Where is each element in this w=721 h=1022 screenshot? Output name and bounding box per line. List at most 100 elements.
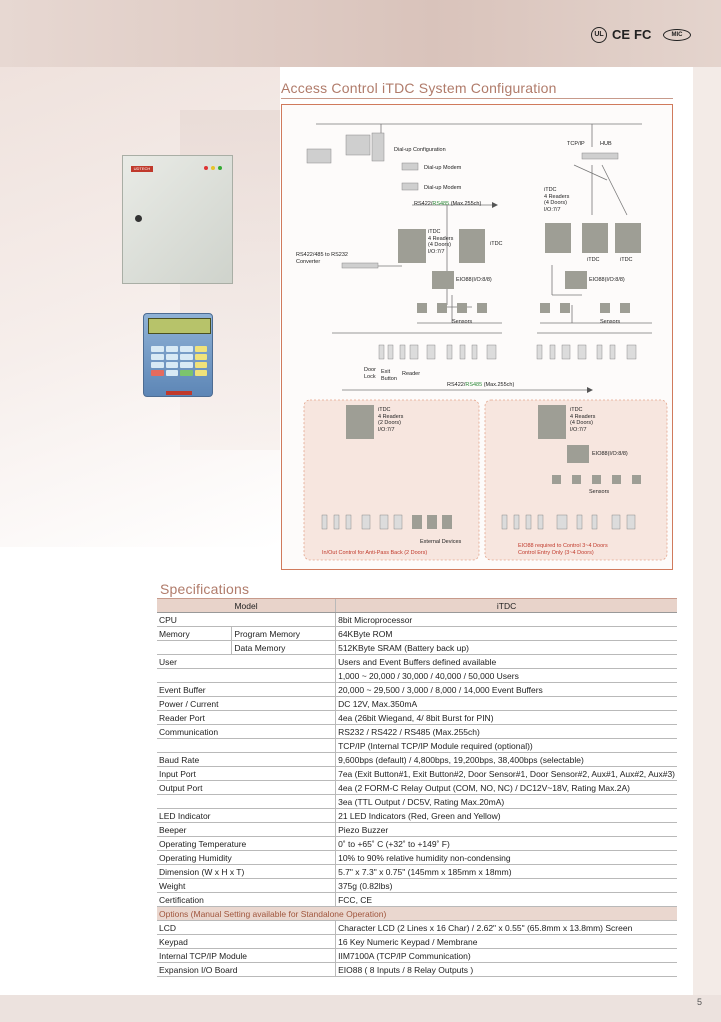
table-row: TCP/IP (Internal TCP/IP Module required … [157, 738, 677, 753]
table-cell: CPU [157, 612, 336, 627]
led-icon [204, 166, 208, 170]
led-icon [211, 166, 215, 170]
table-cell: DC 12V, Max.350mA [335, 696, 677, 711]
table-cell: IIM7100A (TCP/IP Communication) [335, 948, 677, 963]
table-cell: Reader Port [157, 710, 336, 725]
table-cell: Power / Current [157, 696, 336, 711]
table-cell: 512KByte SRAM (Battery back up) [335, 640, 677, 655]
table-cell: Options (Manual Setting available for St… [157, 906, 677, 921]
table-cell: 16 Key Numeric Keypad / Membrane [335, 934, 677, 949]
table-cell: Weight [157, 878, 336, 893]
ce-cert-icon: CE [612, 27, 631, 42]
table-row: 1,000 ~ 20,000 / 30,000 / 40,000 / 50,00… [157, 668, 677, 683]
rs422-mid-label: RS422/RS485 (Max.255ch) [447, 382, 515, 388]
exit-button-label: Exit Button [381, 369, 397, 382]
hub-label: HUB [600, 141, 612, 147]
table-row: Dimension (W x H x T)5.7" x 7.3" x 0.75"… [157, 864, 677, 879]
table-cell: Program Memory [231, 626, 336, 641]
table-cell: Data Memory [231, 640, 336, 655]
mic-cert-icon: MIC [663, 29, 691, 41]
led-icon [218, 166, 222, 170]
table-cell: Communication [157, 724, 336, 739]
table-cell: Piezo Buzzer [335, 822, 677, 837]
options-header-row: Options (Manual Setting available for St… [157, 906, 677, 921]
diagram-lines [303, 123, 668, 561]
table-cell [157, 640, 232, 655]
itdc-cabinet-image: UDTECH [122, 155, 233, 284]
table-cell: Dimension (W x H x T) [157, 864, 336, 879]
table-cell: 20,000 ~ 29,500 / 3,000 / 8,000 / 14,000… [335, 682, 677, 697]
dialup-modem-label: Dial-up Modem [424, 185, 462, 191]
system-configuration-diagram: Dial-up Configuration Dial-up Modem Dial… [281, 104, 673, 570]
lock-icon [135, 215, 142, 222]
table-cell: FCC, CE [335, 892, 677, 907]
table-row: 3ea (TTL Output / DC5V, Rating Max.20mA) [157, 794, 677, 809]
eio-label: EIO88(I/O:8/8) [589, 277, 625, 283]
converter-label: RS422/485 to RS232 Converter [296, 252, 348, 265]
table-cell: Operating Humidity [157, 850, 336, 865]
table-cell: EIO88 ( 8 Inputs / 8 Relay Outputs ) [335, 962, 677, 977]
itdc-label: iTDC 4 Readers (4 Doors) I/O:7/7 [544, 187, 570, 213]
lcd-screen [148, 318, 211, 334]
keypad-grid [151, 346, 207, 376]
table-cell: 1,000 ~ 20,000 / 30,000 / 40,000 / 50,00… [335, 668, 677, 683]
eio-label: EIO88(I/O:8/8) [456, 277, 492, 283]
table-cell: LCD [157, 920, 336, 935]
footer-band [0, 995, 721, 1022]
table-cell: Internal TCP/IP Module [157, 948, 336, 963]
specifications-title: Specifications [160, 581, 250, 597]
sensors-label: Sensors [600, 319, 621, 325]
itdc-label: iTDC 4 Readers (4 Doors) I/O:7/7 [428, 229, 454, 255]
title-rule [281, 98, 673, 99]
column-header: iTDC [335, 599, 677, 613]
itdc-label: iTDC 4 Readers (4 Doors) I/O:7/7 [570, 407, 596, 433]
table-cell: 4ea (26bit Wiegand, 4/ 8bit Burst for PI… [335, 710, 677, 725]
table-cell [157, 794, 336, 809]
table-cell: 8bit Microprocessor [335, 612, 677, 627]
table-header-row: Model iTDC [157, 599, 677, 613]
rs422-top-label: RS422/RS485 (Max.255ch) [414, 201, 482, 207]
keypad-lcd-image [143, 313, 213, 397]
table-cell: 4ea (2 FORM-C Relay Output (COM, NO, NC)… [335, 780, 677, 795]
table-cell: 64KByte ROM [335, 626, 677, 641]
tcpip-label: TCP/IP [567, 141, 585, 147]
itdc-label: iTDC [587, 257, 600, 263]
table-cell: Operating Temperature [157, 836, 336, 851]
table-cell: 7ea (Exit Button#1, Exit Button#2, Door … [335, 766, 677, 781]
diagram-title: Access Control iTDC System Configuration [281, 80, 557, 96]
cabinet-logo: UDTECH [131, 166, 153, 172]
external-devices-label: External Devices [420, 539, 462, 545]
page-number: 5 [697, 997, 703, 1007]
itdc-label: iTDC [490, 241, 503, 247]
table-cell [157, 738, 336, 753]
itdc-label: iTDC 4 Readers (2 Doors) I/O:7/7 [378, 407, 404, 433]
table-cell: 375g (0.82lbs) [335, 878, 677, 893]
title-rule [157, 598, 677, 599]
table-cell: 21 LED Indicators (Red, Green and Yellow… [335, 808, 677, 823]
ul-cert-icon: UL [591, 27, 607, 43]
table-cell: Baud Rate [157, 752, 336, 767]
sensors-label: Sensors [452, 319, 473, 325]
column-header: Model [157, 599, 336, 613]
table-cell: Memory [157, 626, 232, 641]
